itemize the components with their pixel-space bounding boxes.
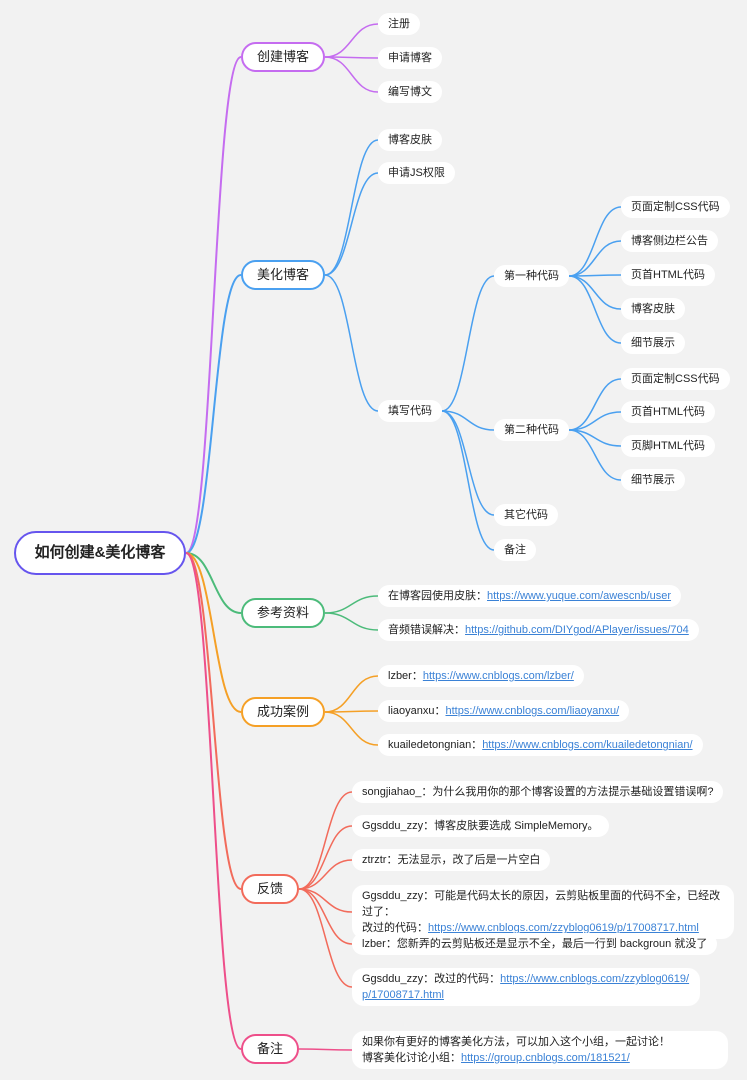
subtopic-other-code[interactable]: 其它代码: [494, 504, 558, 526]
case-link[interactable]: https://www.cnblogs.com/lzber/: [422, 670, 574, 682]
reference-item: 音频错误解决：https://github.com/DIYgod/APlayer…: [378, 619, 699, 641]
case-text: kuailedetongnian：: [388, 739, 483, 751]
connector-line: [568, 429, 622, 481]
feedback-item: Ggsddu_zzy：改过的代码：https://www.cnblogs.com…: [352, 968, 700, 1006]
feedback-link[interactable]: https://www.cnblogs.com/zzyblog0619/p/17…: [428, 922, 699, 934]
case-item: liaoyanxu：https://www.cnblogs.com/liaoya…: [378, 700, 630, 722]
connector-line: [298, 791, 353, 890]
connector-line: [324, 612, 379, 631]
connector-line: [324, 139, 379, 276]
subtopic-code-note[interactable]: 备注: [494, 539, 536, 561]
connector-line: [324, 675, 379, 713]
case-text: liaoyanxu：: [388, 705, 446, 717]
connector-line: [324, 274, 379, 412]
reference-link[interactable]: https://github.com/DIYgod/APlayer/issues…: [465, 624, 689, 636]
reference-item: 在博客园使用皮肤：https://www.yuque.com/awescnb/u…: [378, 585, 682, 607]
connector-line: [324, 711, 379, 746]
subtopic-item[interactable]: 页脚HTML代码: [621, 435, 715, 457]
root-topic[interactable]: 如何创建&美化博客: [14, 531, 186, 575]
reference-text: 音频错误解决：: [388, 624, 465, 636]
feedback-item: Ggsddu_zzy：可能是代码太长的原因，云剪贴板里面的代码不全，已经改过了：…: [352, 885, 734, 939]
feedback-item[interactable]: Ggsddu_zzy：博客皮肤要选成 SimpleMemory。: [352, 815, 609, 837]
connector-line: [185, 552, 242, 713]
feedback-item[interactable]: lzber：您新弄的云剪贴板还是显示不全，最后一行到 backgroun 就没了: [352, 933, 718, 955]
case-text: lzber：: [388, 670, 423, 682]
topic-feedback[interactable]: 反馈: [241, 874, 300, 904]
connector-line: [568, 206, 622, 277]
subtopic-apply-blog[interactable]: 申请博客: [378, 47, 442, 69]
connector-line: [441, 275, 495, 412]
feedback-text: Ggsddu_zzy：可能是代码太长的原因，云剪贴板里面的代码不全，已经改过了：: [362, 890, 721, 918]
connector-line: [298, 825, 353, 890]
connector-line: [185, 56, 242, 554]
topic-success-cases[interactable]: 成功案例: [241, 697, 326, 727]
topic-create-blog[interactable]: 创建博客: [241, 42, 326, 72]
note-link[interactable]: https://group.cnblogs.com/181521/: [461, 1052, 630, 1064]
subtopic-fill-code[interactable]: 填写代码: [378, 400, 442, 422]
connector-line: [568, 378, 622, 431]
connector-line: [568, 411, 622, 431]
connector-line: [568, 240, 622, 277]
subtopic-item[interactable]: 博客皮肤: [621, 298, 685, 320]
subtopic-item[interactable]: 页首HTML代码: [621, 401, 715, 423]
subtopic-second-code[interactable]: 第二种代码: [494, 419, 569, 441]
connector-line: [324, 56, 379, 93]
topic-beautify-blog[interactable]: 美化博客: [241, 260, 326, 290]
case-link[interactable]: https://www.cnblogs.com/liaoyanxu/: [445, 705, 620, 717]
subtopic-item[interactable]: 页首HTML代码: [621, 264, 715, 286]
connector-line: [298, 888, 353, 988]
feedback-text: 改过的代码：: [362, 922, 428, 934]
connector-line: [324, 595, 379, 614]
connector-line: [185, 274, 242, 554]
connector-line: [185, 552, 242, 890]
note-item: 如果你有更好的博客美化方法，可以加入这个小组，一起讨论！ 博客美化讨论小组：htt…: [352, 1031, 728, 1069]
reference-text: 在博客园使用皮肤：: [388, 590, 487, 602]
subtopic-item[interactable]: 细节展示: [621, 332, 685, 354]
feedback-item[interactable]: ztrztr：无法显示，改了后是一片空白: [352, 849, 551, 871]
connector-line: [568, 275, 622, 310]
case-item: kuailedetongnian：https://www.cnblogs.com…: [378, 734, 703, 756]
feedback-text: Ggsddu_zzy：改过的代码：: [362, 973, 501, 985]
subtopic-write-post[interactable]: 编写博文: [378, 81, 442, 103]
case-item: lzber：https://www.cnblogs.com/lzber/: [378, 665, 584, 687]
subtopic-item[interactable]: 细节展示: [621, 469, 685, 491]
subtopic-register[interactable]: 注册: [378, 13, 420, 35]
topic-references[interactable]: 参考资料: [241, 598, 326, 628]
connector-line: [298, 888, 353, 945]
connector-line: [324, 23, 379, 58]
reference-link[interactable]: https://www.yuque.com/awescnb/user: [487, 590, 672, 602]
subtopic-apply-js[interactable]: 申请JS权限: [378, 162, 455, 184]
subtopic-item[interactable]: 页面定制CSS代码: [621, 196, 730, 218]
connector-line: [441, 410, 495, 516]
subtopic-item[interactable]: 博客侧边栏公告: [621, 230, 718, 252]
subtopic-item[interactable]: 页面定制CSS代码: [621, 368, 730, 390]
feedback-item[interactable]: songjiahao_：为什么我用你的那个博客设置的方法提示基础设置错误啊?: [352, 781, 724, 803]
note-text: 博客美化讨论小组：: [362, 1052, 461, 1064]
feedback-link[interactable]: https://www.cnblogs.com/zzyblog0619/p/17…: [362, 973, 690, 1001]
connector-line: [185, 552, 242, 614]
connector-line: [441, 410, 495, 431]
connector-line: [298, 1048, 353, 1051]
connector-line: [185, 552, 242, 1050]
connector-line: [568, 275, 622, 344]
topic-note[interactable]: 备注: [241, 1034, 300, 1064]
connector-line: [441, 410, 495, 551]
case-link[interactable]: https://www.cnblogs.com/kuailedetongnian…: [482, 739, 693, 751]
subtopic-first-code[interactable]: 第一种代码: [494, 265, 569, 287]
note-text: 如果你有更好的博客美化方法，可以加入这个小组，一起讨论！: [362, 1036, 670, 1048]
connector-line: [298, 859, 353, 890]
connector-line: [324, 172, 379, 276]
subtopic-blog-skin[interactable]: 博客皮肤: [378, 129, 442, 151]
